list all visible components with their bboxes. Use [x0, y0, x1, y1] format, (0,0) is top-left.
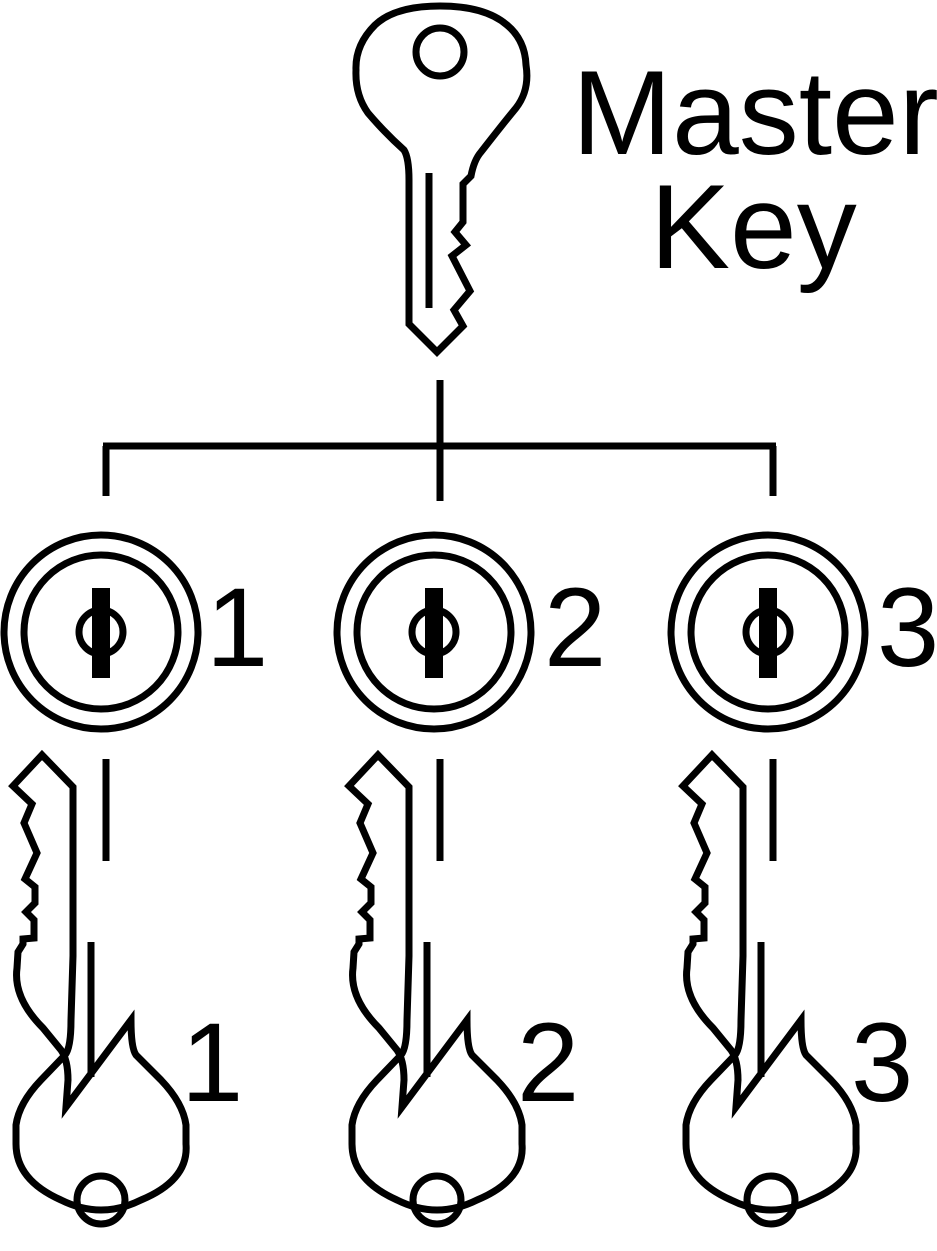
- lock-cylinder-icon: [4, 535, 198, 729]
- master-key-icon: [352, 2, 531, 357]
- key-number-2: 2: [517, 1000, 579, 1125]
- key-icon: [349, 755, 522, 1210]
- lock-number-2: 2: [544, 565, 606, 690]
- lock-1: [4, 535, 198, 729]
- lock-2: [337, 535, 531, 729]
- key-icon: [13, 755, 186, 1210]
- key-number-1: 1: [181, 1000, 243, 1125]
- lock-3: [671, 535, 865, 729]
- master-label-line2: Key: [650, 160, 857, 294]
- master-key-ring-hole: [412, 24, 468, 80]
- lock-cylinder-icon: [337, 535, 531, 729]
- lock-cylinder-icon: [671, 535, 865, 729]
- key-ring-hole: [743, 1172, 799, 1228]
- lock-number-1: 1: [206, 565, 268, 690]
- key-ring-hole: [409, 1172, 465, 1228]
- master-tree-connector: [102, 380, 777, 501]
- key-3: [683, 755, 856, 1228]
- key-number-3: 3: [851, 1000, 913, 1125]
- key-ring-hole: [73, 1172, 129, 1228]
- master-label-line1: Master: [572, 46, 937, 180]
- master-key: [352, 2, 531, 357]
- lock-number-3: 3: [877, 565, 937, 690]
- key-2: [349, 755, 522, 1228]
- key-1: [13, 755, 186, 1228]
